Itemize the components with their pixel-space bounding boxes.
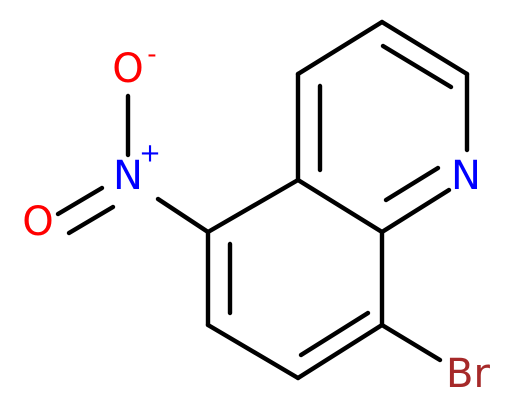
bond-c3-c2 (379, 19, 470, 77)
bond-c7-c8 (295, 322, 385, 381)
bond-c5-nitro-n (155, 196, 211, 235)
bond-nitro-n-o-left (55, 185, 105, 217)
nitrogen-ring-label: N (451, 153, 481, 199)
nitro-nitrogen-charge: + (139, 139, 161, 169)
bond-c7-c8-inner (298, 310, 371, 358)
bond-n1-c8a (379, 187, 452, 235)
bond-c3-c2-inner (380, 43, 454, 90)
nitro-oxygen-left-label: O (22, 199, 53, 245)
bond-c4a-c5 (205, 177, 301, 235)
bromine-label: Br (446, 351, 490, 397)
bond-c6-c7 (205, 322, 301, 381)
nitro-nitrogen-label: N (113, 153, 143, 199)
nitro-oxygen-top-label: O (112, 46, 143, 92)
bond-c4-c3 (295, 19, 385, 77)
nitro-oxygen-top-charge: - (147, 40, 156, 70)
bond-nitro-n-o-left-inner (66, 204, 116, 236)
bond-n1-c8a-inner (383, 165, 441, 203)
bond-c8-br (379, 322, 443, 363)
bond-c8a-c4a (295, 177, 385, 235)
